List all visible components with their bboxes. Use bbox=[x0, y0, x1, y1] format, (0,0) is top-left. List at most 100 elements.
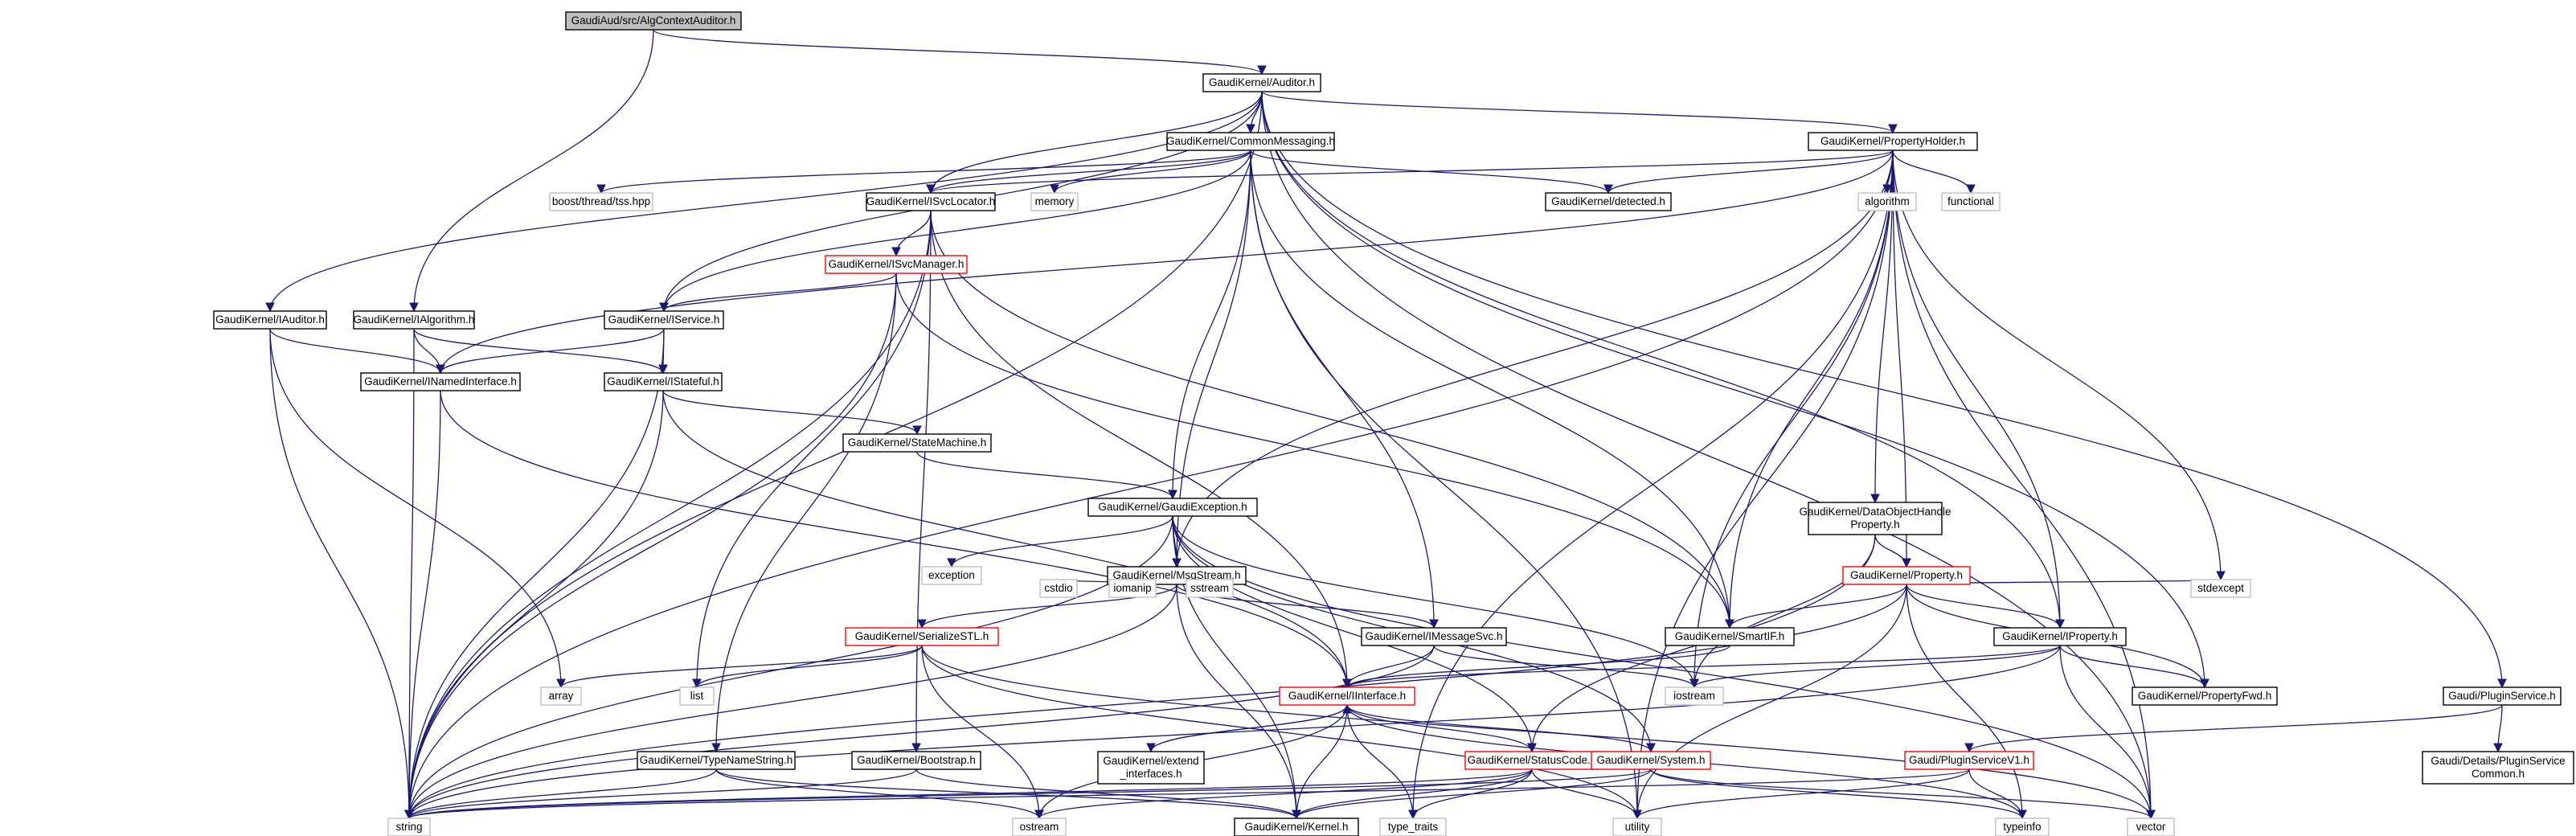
edge-prophold-to-vector bbox=[1892, 150, 2156, 820]
node-serializestl-label: GaudiKernel/SerializeSTL.h bbox=[855, 630, 989, 642]
edge-isvcloc-to-string bbox=[404, 210, 932, 820]
node-iostream: iostream bbox=[1665, 686, 1724, 706]
edge-system-to-string bbox=[404, 768, 1652, 820]
node-prophold[interactable]: GaudiKernel/PropertyHolder.h bbox=[1808, 132, 1978, 151]
edge-commsg-to-iservice bbox=[659, 150, 1251, 313]
edge-prophold-to-detected bbox=[1603, 150, 1894, 195]
edge-smartif-to-iinterface bbox=[1342, 645, 1730, 689]
edge-iproperty-to-propfwd bbox=[2059, 645, 2209, 689]
node-list-box bbox=[679, 686, 715, 706]
node-istateful-label: GaudiKernel/IStateful.h bbox=[607, 375, 719, 387]
edge-auditor-to-isvcloc bbox=[926, 91, 1263, 195]
node-isvcloc[interactable]: GaudiKernel/ISvcLocator.h bbox=[866, 192, 996, 211]
node-system-label: GaudiKernel/System.h bbox=[1596, 754, 1705, 766]
edge-prophold-to-msgstream bbox=[1172, 150, 1894, 568]
edge-msgstream-to-string bbox=[404, 584, 1177, 820]
node-istateful[interactable]: GaudiKernel/IStateful.h bbox=[604, 372, 723, 391]
edge-iauditor-to-inamed bbox=[269, 328, 445, 375]
edge-imessagesvc-to-iostream bbox=[1433, 645, 1699, 689]
node-root[interactable]: GaudiAud/src/AlgContextAuditor.h bbox=[565, 11, 742, 31]
node-iauditor-label: GaudiKernel/IAuditor.h bbox=[215, 314, 325, 326]
node-iauditor[interactable]: GaudiKernel/IAuditor.h bbox=[213, 310, 327, 330]
edge-isvcmgr-to-smartif bbox=[895, 273, 1734, 629]
node-statuscode-label: GaudiKernel/StatusCode.h bbox=[1468, 754, 1597, 766]
edge-istateful-to-iinterface bbox=[662, 390, 1352, 689]
node-gaudiexc[interactable]: GaudiKernel/GaudiException.h bbox=[1087, 498, 1258, 517]
node-statuscode[interactable]: GaudiKernel/StatusCode.h bbox=[1464, 751, 1599, 770]
edge-commsg-to-utility bbox=[1250, 150, 1642, 820]
node-statemachine[interactable]: GaudiKernel/StateMachine.h bbox=[842, 433, 992, 453]
node-ialgorithm[interactable]: GaudiKernel/IAlgorithm.h bbox=[353, 310, 475, 330]
node-vector-label: vector bbox=[2136, 821, 2166, 833]
edge-isvcloc-to-smartif bbox=[930, 210, 1734, 629]
node-stdexcept-label: stdexcept bbox=[2197, 582, 2244, 594]
node-commsg-box bbox=[1166, 132, 1335, 151]
edge-istateful-to-statemachine bbox=[662, 390, 922, 436]
node-system[interactable]: GaudiKernel/System.h bbox=[1591, 751, 1711, 770]
node-iinterface[interactable]: GaudiKernel/IInterface.h bbox=[1279, 686, 1415, 706]
edge-bootstrap-to-string bbox=[404, 768, 917, 820]
edge-inamed-to-string bbox=[404, 390, 441, 820]
node-iomanip-label: iomanip bbox=[1113, 582, 1151, 594]
edge-pluginsvcv1-to-string bbox=[404, 768, 1970, 820]
edge-isvcmgr-to-typenamestr bbox=[711, 273, 897, 753]
node-utility-box bbox=[1612, 818, 1662, 836]
node-smartif[interactable]: GaudiKernel/SmartIF.h bbox=[1665, 627, 1795, 646]
node-serializestl[interactable]: GaudiKernel/SerializeSTL.h bbox=[845, 627, 999, 646]
edge-iinterface-to-kernel bbox=[1292, 704, 1348, 820]
node-commsg[interactable]: GaudiKernel/CommonMessaging.h bbox=[1166, 132, 1335, 151]
edge-commsg-to-smartif bbox=[1250, 150, 1734, 629]
node-ostream-box bbox=[1012, 818, 1067, 836]
node-inamed[interactable]: GaudiKernel/INamedInterface.h bbox=[360, 372, 521, 391]
node-list: list bbox=[679, 686, 715, 706]
node-iauditor-box bbox=[213, 310, 327, 330]
node-functional-box bbox=[1941, 192, 2001, 211]
node-gaudiexc-label: GaudiKernel/GaudiException.h bbox=[1098, 501, 1247, 513]
node-memory: memory bbox=[1030, 192, 1079, 211]
edge-iinterface-to-typetraits bbox=[1346, 704, 1418, 820]
node-dataobj-box bbox=[1808, 502, 1943, 535]
node-iservice[interactable]: GaudiKernel/IService.h bbox=[604, 310, 724, 330]
node-bootstrap[interactable]: GaudiKernel/Bootstrap.h bbox=[851, 751, 981, 770]
edge-msgstream-to-serializestl bbox=[917, 584, 1177, 629]
node-prophold-label: GaudiKernel/PropertyHolder.h bbox=[1820, 135, 1965, 147]
node-layer: GaudiAud/src/AlgContextAuditor.hGaudiKer… bbox=[213, 11, 2574, 836]
edge-pluginsvcv1-to-utility bbox=[1632, 768, 1970, 820]
node-pluginsvcv1[interactable]: Gaudi/PluginServiceV1.h bbox=[1904, 751, 2034, 770]
node-iproperty-label: GaudiKernel/IProperty.h bbox=[2002, 630, 2118, 642]
node-iostream-box bbox=[1665, 686, 1724, 706]
edge-prophold-to-dataobj bbox=[1870, 150, 1894, 504]
node-boosttss-label: boost/thread/tss.hpp bbox=[552, 195, 650, 207]
edge-property-to-smartif bbox=[1725, 584, 1907, 629]
node-auditor[interactable]: GaudiKernel/Auditor.h bbox=[1202, 73, 1321, 92]
edge-system-to-vector bbox=[1650, 768, 2156, 820]
node-iservice-box bbox=[604, 310, 724, 330]
node-iproperty[interactable]: GaudiKernel/IProperty.h bbox=[1993, 627, 2127, 646]
node-imessagesvc[interactable]: GaudiKernel/IMessageSvc.h bbox=[1361, 627, 1507, 646]
node-detected[interactable]: GaudiKernel/detected.h bbox=[1545, 192, 1672, 211]
node-isvcloc-box bbox=[866, 192, 996, 211]
edge-iinterface-to-system bbox=[1346, 704, 1656, 753]
node-typenamestr[interactable]: GaudiKernel/TypeNameString.h bbox=[637, 751, 796, 770]
node-pluginsvc[interactable]: Gaudi/PluginService.h bbox=[2443, 686, 2562, 706]
node-kernel[interactable]: GaudiKernel/Kernel.h bbox=[1234, 818, 1359, 836]
edge-pluginsvcv1-to-typeinfo bbox=[1968, 768, 2027, 820]
node-isvcmgr[interactable]: GaudiKernel/ISvcManager.h bbox=[825, 255, 968, 274]
node-property[interactable]: GaudiKernel/Property.h bbox=[1842, 566, 1971, 585]
edge-iauditor-to-array bbox=[269, 328, 566, 689]
node-array-box bbox=[540, 686, 582, 706]
node-iomanip: iomanip bbox=[1108, 579, 1157, 598]
node-ostream-label: ostream bbox=[1020, 821, 1059, 833]
node-bootstrap-box bbox=[851, 751, 981, 770]
node-extendif[interactable]: GaudiKernel/extend_interfaces.h bbox=[1097, 751, 1205, 785]
edge-root-to-ialgorithm bbox=[409, 29, 654, 313]
node-ialgorithm-box bbox=[353, 310, 475, 330]
node-propfwd[interactable]: GaudiKernel/PropertyFwd.h bbox=[2132, 686, 2278, 706]
edge-isvcmgr-to-iservice bbox=[659, 273, 897, 313]
node-typetraits: type_traits bbox=[1379, 818, 1447, 836]
edge-iproperty-to-iinterface bbox=[1342, 645, 2061, 689]
